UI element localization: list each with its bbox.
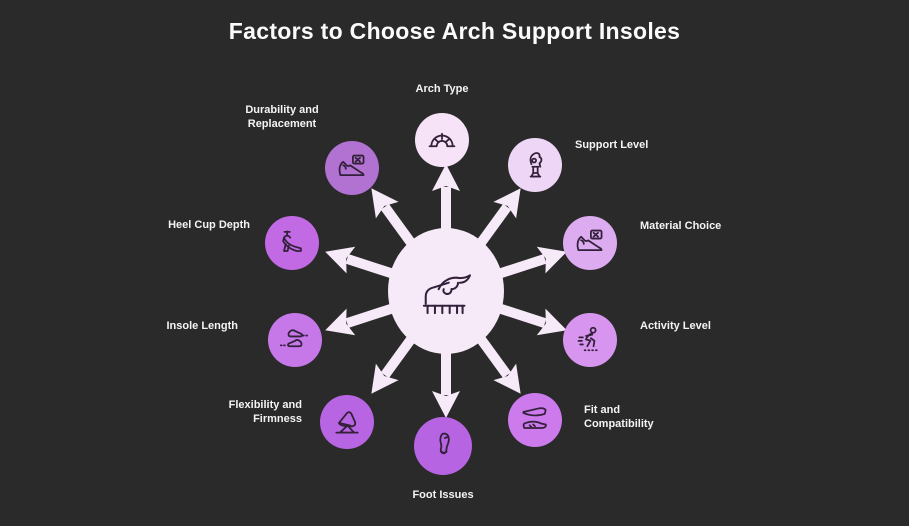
activity-level-label: Activity Level <box>640 320 711 332</box>
foot-issues-label: Foot Issues <box>412 489 474 501</box>
activity-level-circle <box>563 313 617 367</box>
material-choice-circle <box>563 216 617 270</box>
arch-type-circle <box>415 113 469 167</box>
page-title: Factors to Choose Arch Support Insoles <box>228 18 681 44</box>
shoe-patch-icon <box>338 154 365 176</box>
heel-cup-depth-circle <box>265 216 319 270</box>
arch-type-label: Arch Type <box>415 83 469 95</box>
prosthetic-leg-icon <box>529 152 543 178</box>
fit-compatibility-circle <box>508 393 562 447</box>
flexibility-firmness-circle <box>320 395 374 449</box>
hub-circle <box>388 228 504 354</box>
durability-replacement-circle <box>325 141 379 195</box>
flexing-shoe-icon <box>335 411 359 434</box>
support-level-circle <box>508 138 562 192</box>
durability-replacement-label: Durability and Replacement <box>245 104 319 130</box>
heel-cup-depth-label: Heel Cup Depth <box>168 219 250 231</box>
arch-icon <box>428 132 456 148</box>
support-level-label: Support Level <box>575 139 649 151</box>
footprint-icon <box>439 432 450 455</box>
foot-issues-circle <box>414 417 472 475</box>
high-heel-icon <box>282 230 302 252</box>
material-choice-label: Material Choice <box>640 220 722 232</box>
running-person-icon <box>577 326 598 352</box>
fit-compatibility-label: Fit and Compatibility <box>584 404 654 430</box>
insole-length-circle <box>268 313 322 367</box>
insole-length-icon <box>279 329 311 348</box>
insole-length-label: Insole Length <box>166 320 239 332</box>
shoe-pair-icon <box>522 407 547 429</box>
flexibility-firmness-label: Flexibility and Firmness <box>228 399 302 425</box>
shoe-material-icon <box>576 229 603 251</box>
hand-on-insole-icon <box>422 274 471 315</box>
